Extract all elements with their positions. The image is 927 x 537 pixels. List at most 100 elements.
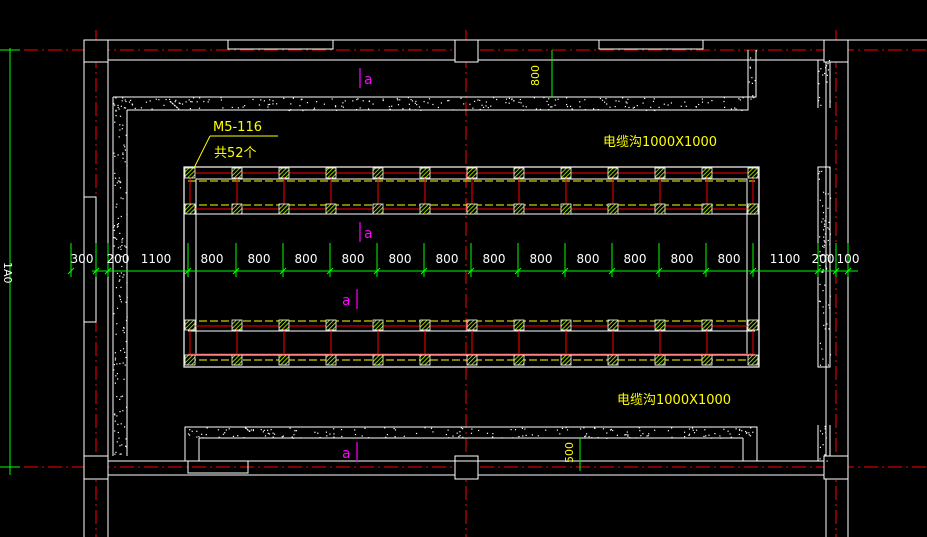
speckle <box>403 435 405 437</box>
speckle <box>114 413 116 415</box>
speckle <box>399 99 401 101</box>
speckle <box>114 104 116 106</box>
embedded-plate <box>701 203 713 215</box>
speckle <box>199 97 201 99</box>
speckle <box>125 101 127 103</box>
speckle <box>829 101 831 103</box>
dimension-label: 1100 <box>141 252 172 266</box>
speckle <box>671 436 673 438</box>
speckle <box>191 430 193 432</box>
speckle <box>326 435 328 437</box>
speckle <box>131 103 133 105</box>
speckle <box>263 429 265 431</box>
speckle <box>224 432 226 434</box>
speckle <box>704 429 706 431</box>
speckle <box>119 246 121 248</box>
speckle <box>826 323 828 325</box>
speckle <box>535 108 537 110</box>
embedded-plate <box>231 354 243 366</box>
speckle <box>382 98 384 100</box>
speckle <box>193 97 195 99</box>
speckle <box>397 104 400 106</box>
embedded-plate <box>325 167 337 179</box>
speckle <box>824 241 826 243</box>
dimension-tick-mark <box>279 267 287 275</box>
speckle <box>174 105 176 107</box>
speckle <box>691 427 694 429</box>
speckle <box>745 432 748 434</box>
speckle <box>259 109 261 111</box>
embedded-plate <box>560 354 572 366</box>
speckle <box>823 324 825 326</box>
speckle <box>115 333 117 335</box>
speckle <box>827 63 829 65</box>
speckle <box>124 107 127 109</box>
speckle <box>119 129 121 131</box>
speckle <box>264 435 267 437</box>
speckle <box>586 433 588 435</box>
speckle <box>125 192 127 194</box>
speckle <box>749 67 751 69</box>
speckle <box>605 98 607 100</box>
speckle <box>114 414 116 416</box>
speckle <box>622 97 624 99</box>
speckle <box>202 437 204 439</box>
speckle <box>826 74 828 76</box>
speckle <box>116 415 118 417</box>
speckle <box>313 109 315 111</box>
speckle <box>415 109 417 111</box>
speckle <box>126 282 128 284</box>
speckle <box>189 108 191 110</box>
embedded-plate <box>560 319 572 331</box>
speckle <box>823 191 825 193</box>
speckle <box>825 265 827 268</box>
speckle <box>123 144 125 146</box>
speckle <box>447 100 449 102</box>
speckle <box>262 431 264 433</box>
speckle <box>427 102 429 104</box>
dimension-label: 800 <box>624 252 647 266</box>
speckle <box>566 104 568 106</box>
speckle <box>688 434 690 436</box>
speckle <box>824 284 826 286</box>
speckle <box>121 239 123 241</box>
speckle <box>232 435 235 437</box>
dimension-label: 800 <box>201 252 224 266</box>
dimension-tick-mark <box>844 267 852 275</box>
speckle <box>829 233 831 235</box>
speckle <box>646 435 648 437</box>
speckle <box>333 436 335 438</box>
speckle <box>208 99 210 101</box>
speckle <box>120 272 122 274</box>
speckle <box>627 434 629 436</box>
speckle <box>752 95 754 97</box>
speckle <box>115 109 117 111</box>
dimension-tick-mark <box>814 267 822 275</box>
speckle <box>243 437 245 439</box>
speckle <box>116 441 118 443</box>
speckle <box>385 436 387 438</box>
speckle <box>738 433 740 435</box>
speckle <box>819 342 821 344</box>
speckle <box>120 197 122 199</box>
column-bottom-right <box>823 455 849 480</box>
speckle <box>203 100 205 103</box>
speckle <box>818 100 820 102</box>
speckle <box>601 99 604 101</box>
speckle <box>289 427 291 429</box>
speckle <box>124 426 126 428</box>
speckle <box>501 437 503 439</box>
dimension-label: 800 <box>389 252 412 266</box>
embedded-plate <box>513 319 525 331</box>
speckle <box>750 427 752 429</box>
speckle <box>119 298 122 301</box>
speckle <box>533 97 535 99</box>
speckle <box>524 428 526 430</box>
embedded-plate <box>466 167 478 179</box>
speckle <box>685 105 687 107</box>
embedded-plate <box>372 203 384 215</box>
speckle <box>116 323 118 325</box>
speckle <box>819 251 821 253</box>
speckle <box>123 332 125 334</box>
